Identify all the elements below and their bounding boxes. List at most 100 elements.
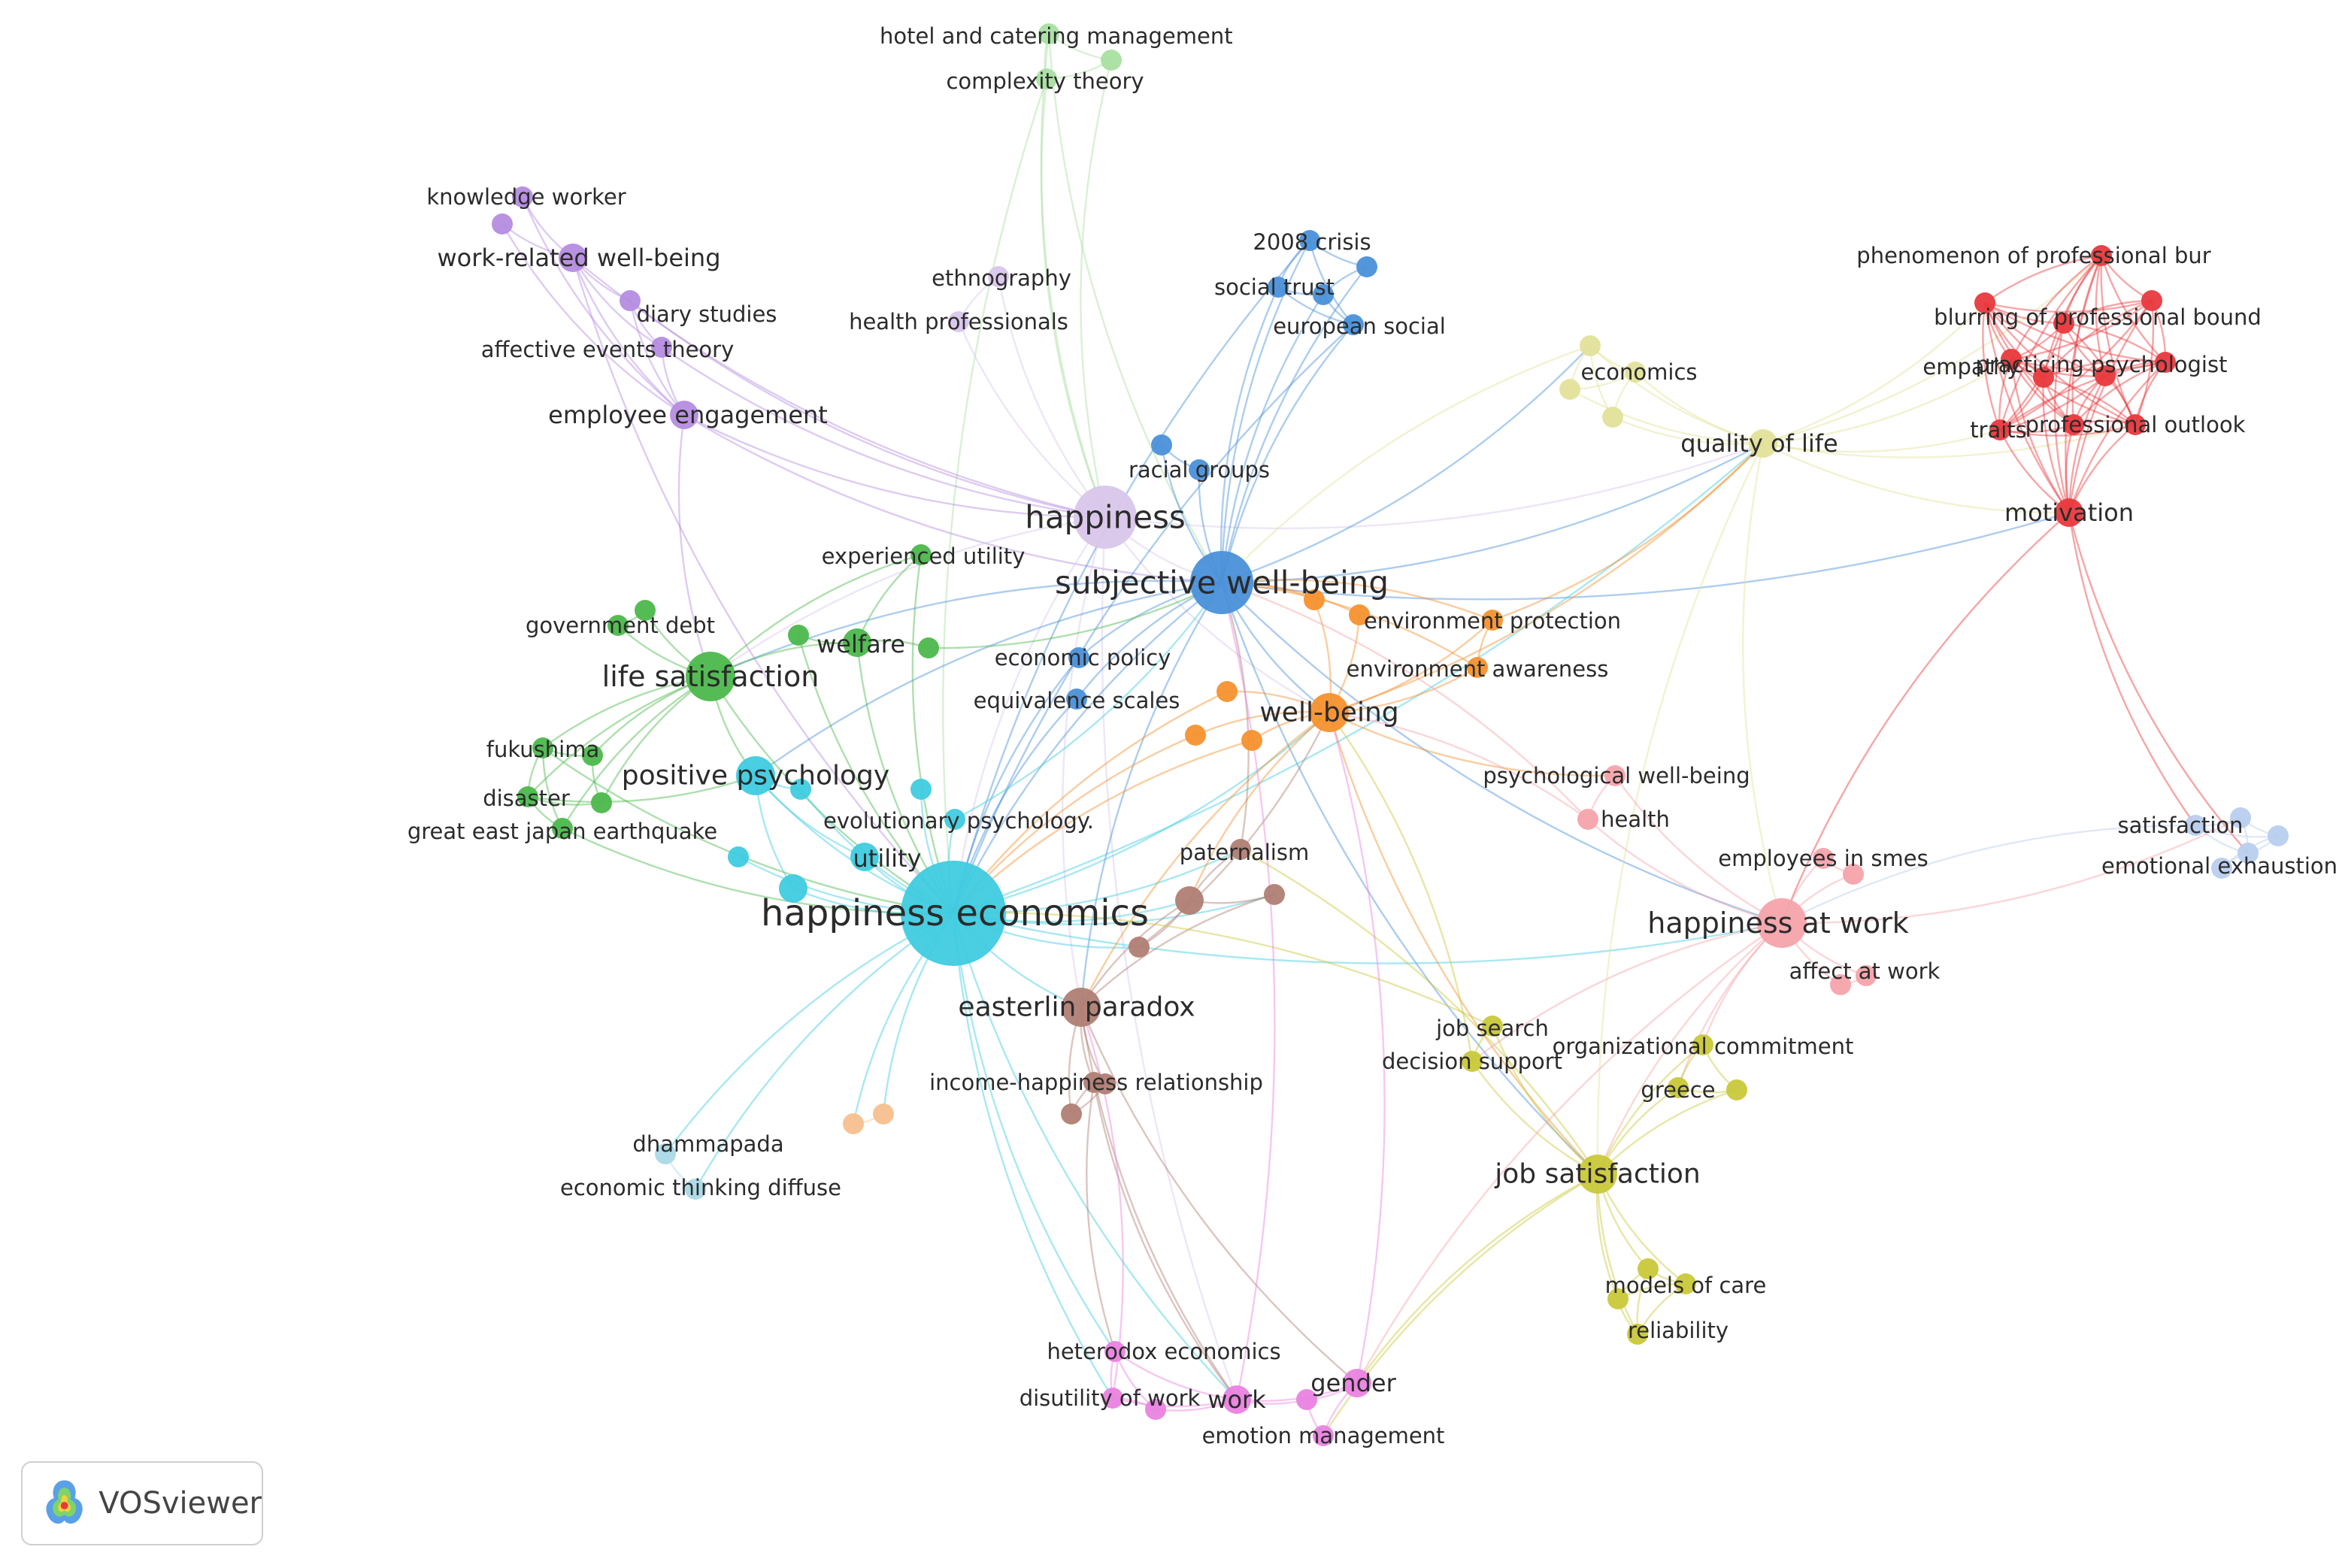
node-rd1[interactable] <box>2141 290 2162 311</box>
node-health[interactable] <box>1577 809 1598 830</box>
node-mg1[interactable] <box>1296 1389 1317 1410</box>
node-equiv[interactable] <box>1066 689 1087 710</box>
node-cy2[interactable] <box>910 779 932 800</box>
node-pe2[interactable] <box>873 1103 894 1125</box>
node-european[interactable] <box>1343 314 1364 335</box>
node-lifesat[interactable] <box>686 652 735 701</box>
node-rd3[interactable] <box>2033 367 2054 388</box>
node-work[interactable] <box>1223 1385 1251 1414</box>
node-py1[interactable] <box>1559 379 1580 400</box>
node-practicing[interactable] <box>2155 352 2176 373</box>
vosviewer-badge[interactable]: VOSviewer <box>21 1461 263 1545</box>
node-gr3[interactable] <box>918 637 939 658</box>
node-ye1[interactable] <box>1726 1079 1747 1100</box>
node-outlook[interactable] <box>2125 414 2146 435</box>
node-lb1[interactable] <box>2230 807 2251 828</box>
node-workwb[interactable] <box>559 244 587 272</box>
node-haw[interactable] <box>1757 898 1807 948</box>
node-lb3[interactable] <box>2211 858 2232 879</box>
node-racial[interactable] <box>1151 434 1172 456</box>
node-rd5[interactable] <box>2063 414 2084 435</box>
node-envaware[interactable] <box>1467 657 1488 678</box>
node-pe1[interactable] <box>843 1113 864 1134</box>
node-economics[interactable] <box>1580 335 1601 356</box>
node-pk1[interactable] <box>1843 864 1864 885</box>
node-blurring[interactable] <box>1974 292 1995 313</box>
node-affectwork[interactable] <box>1830 974 1851 995</box>
node-heterodox[interactable] <box>1104 1341 1126 1362</box>
node-affective[interactable] <box>651 337 672 358</box>
node-py3[interactable] <box>1602 407 1623 428</box>
node-disaster[interactable] <box>517 786 538 807</box>
node-qol[interactable] <box>1749 429 1777 458</box>
node-or5[interactable] <box>1241 730 1262 751</box>
node-utility[interactable] <box>850 843 879 871</box>
node-br1[interactable] <box>1175 886 1204 915</box>
node-bl1[interactable] <box>1356 256 1377 277</box>
node-ye2[interactable] <box>1675 1273 1696 1294</box>
node-psychwb[interactable] <box>1604 765 1625 786</box>
node-empathy[interactable] <box>2001 349 2022 370</box>
node-ye3[interactable] <box>1607 1288 1629 1309</box>
node-bl2[interactable] <box>1313 284 1334 305</box>
node-cy1[interactable] <box>790 779 811 800</box>
node-gr5[interactable] <box>591 792 612 813</box>
node-decision[interactable] <box>1462 1051 1483 1072</box>
node-rd4[interactable] <box>2095 365 2116 386</box>
node-or3[interactable] <box>1216 681 1238 702</box>
node-phenomenon[interactable] <box>2091 245 2112 266</box>
node-diary[interactable] <box>620 290 641 311</box>
node-envprot[interactable] <box>1482 610 1503 631</box>
node-welfare[interactable] <box>843 628 871 657</box>
node-br5[interactable] <box>1095 1073 1116 1094</box>
node-happiness[interactable] <box>1074 486 1137 549</box>
node-gr4[interactable] <box>582 745 603 766</box>
node-trust[interactable] <box>1268 277 1289 298</box>
node-he[interactable] <box>901 861 1006 966</box>
node-lg3[interactable] <box>1101 50 1122 71</box>
node-positive[interactable] <box>736 756 775 795</box>
node-motivation[interactable] <box>2055 498 2083 527</box>
node-complexity[interactable] <box>1036 68 1057 89</box>
node-mg2[interactable] <box>1145 1399 1166 1420</box>
node-models[interactable] <box>1638 1258 1659 1279</box>
node-earthquake[interactable] <box>552 818 573 839</box>
node-ethnography[interactable] <box>988 266 1009 287</box>
node-disutility[interactable] <box>1102 1388 1123 1409</box>
node-fukushima[interactable] <box>532 737 553 758</box>
node-cy3[interactable] <box>728 846 749 867</box>
node-engagement[interactable] <box>670 401 698 429</box>
node-br3[interactable] <box>1129 937 1150 958</box>
node-govdebt[interactable] <box>635 600 656 621</box>
node-emotion[interactable] <box>1313 1425 1334 1446</box>
node-reliability[interactable] <box>1627 1324 1648 1345</box>
node-br4[interactable] <box>1061 1103 1082 1125</box>
node-econpolicy[interactable] <box>1068 647 1089 668</box>
node-or1[interactable] <box>1304 589 1325 610</box>
node-healthprof[interactable] <box>948 311 969 332</box>
node-paternalism[interactable] <box>1230 839 1251 860</box>
node-satisfaction[interactable] <box>2185 815 2206 836</box>
node-gender[interactable] <box>1343 1369 1371 1397</box>
node-jobsat[interactable] <box>1578 1155 1617 1194</box>
node-experienced[interactable] <box>910 544 932 565</box>
node-or4[interactable] <box>1185 725 1206 746</box>
node-crisis[interactable] <box>1299 230 1320 251</box>
node-dhammapada[interactable] <box>655 1143 676 1164</box>
node-bl3[interactable] <box>1189 459 1210 480</box>
node-swb[interactable] <box>1190 551 1253 614</box>
node-wellbeing[interactable] <box>1310 693 1349 732</box>
node-cy4[interactable] <box>779 874 807 903</box>
node-evolutionary[interactable] <box>944 809 965 830</box>
node-pu1[interactable] <box>492 213 513 235</box>
node-br2[interactable] <box>1264 884 1285 905</box>
node-greece[interactable] <box>1668 1077 1689 1098</box>
node-jobsearch[interactable] <box>1482 1016 1503 1037</box>
node-thinking[interactable] <box>685 1179 706 1200</box>
node-hotel[interactable] <box>1038 23 1059 44</box>
node-gr1[interactable] <box>607 615 629 636</box>
node-rd2[interactable] <box>2053 313 2074 334</box>
node-py2[interactable] <box>1625 362 1646 383</box>
node-pk2[interactable] <box>1856 965 1877 986</box>
node-lb2[interactable] <box>2268 825 2289 846</box>
